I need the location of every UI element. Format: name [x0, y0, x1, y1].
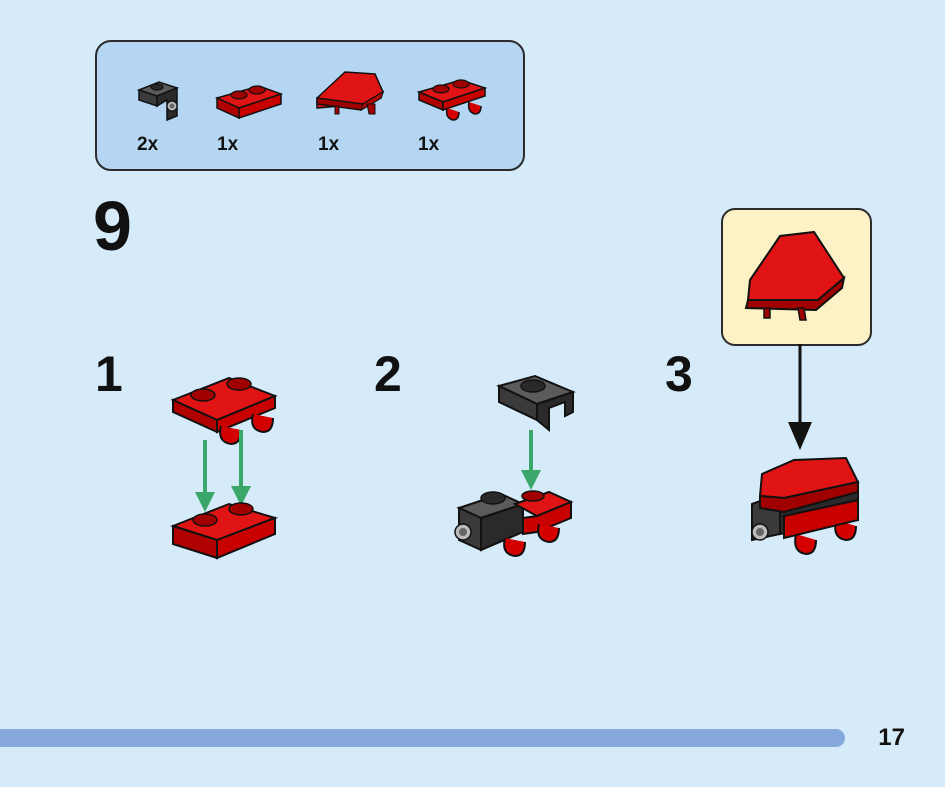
substep-3-illustration	[751, 344, 860, 556]
callout-wedge-icon	[744, 230, 846, 321]
red-plate-icon	[215, 85, 284, 120]
substep-number-1: 1	[95, 346, 123, 402]
part-qty-bracket: 2x	[137, 134, 159, 155]
substep-number-3: 3	[665, 346, 693, 402]
step-number: 9	[93, 187, 132, 265]
substep-1-illustration	[170, 376, 279, 560]
red-wedge-icon	[316, 71, 385, 115]
substep-number-2: 2	[374, 346, 402, 402]
part-qty-wedge: 1x	[318, 134, 340, 155]
part-qty-plate: 1x	[217, 134, 239, 155]
red-clip-plate-icon	[416, 79, 488, 121]
dark-grey-bracket-icon	[136, 81, 180, 122]
progress-bar	[0, 729, 845, 747]
substep-2-illustration	[454, 374, 576, 558]
parts-list-box: 2x 1x 1x 1x	[95, 40, 525, 171]
part-qty-clip-plate: 1x	[418, 134, 440, 155]
page-number: 17	[878, 724, 905, 751]
